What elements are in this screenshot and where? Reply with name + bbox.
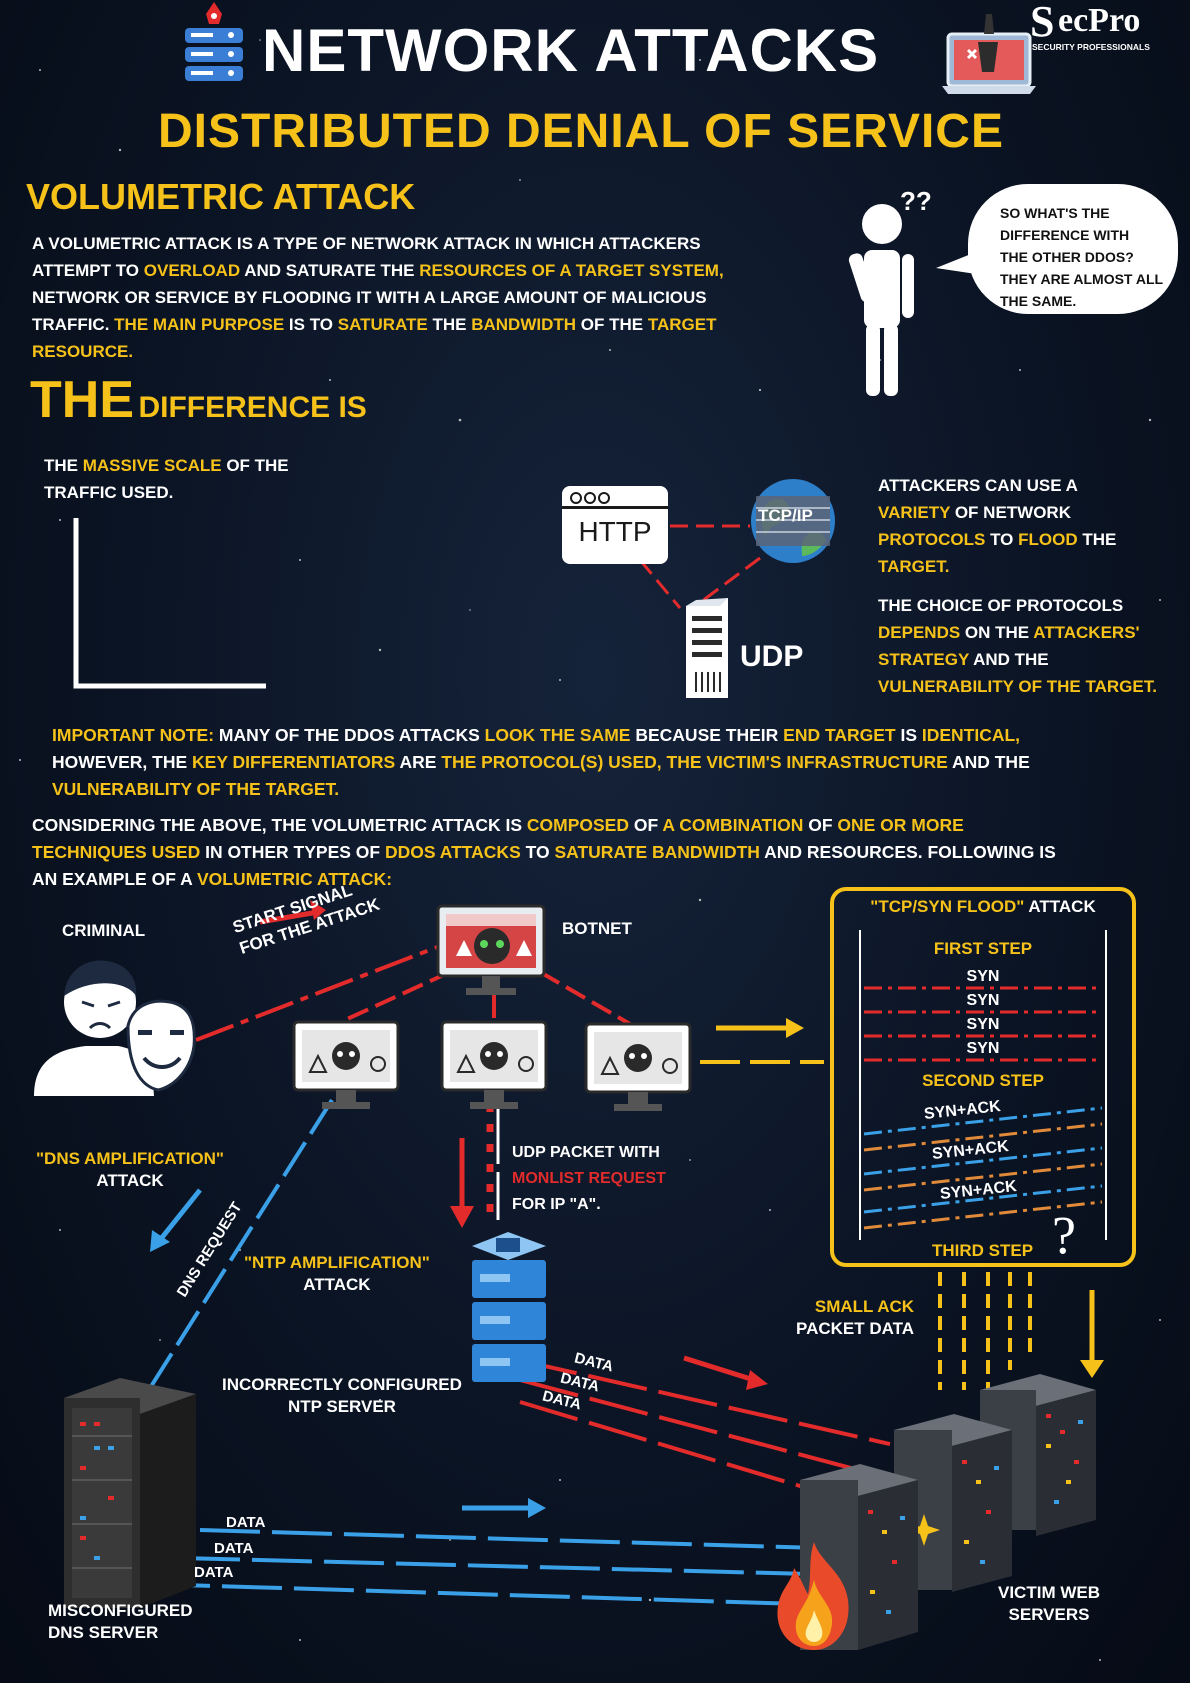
tcp-box-title: "TCP/SYN FLOOD" ATTACK [870, 897, 1096, 916]
victim-servers-label: VICTIM WEB SERVERS [998, 1583, 1100, 1624]
summary-text: CONSIDERING THE ABOVE, THE VOLUMETRIC AT… [32, 815, 1056, 889]
third-step-label: THIRD STEP [932, 1241, 1034, 1260]
small-ack-label: SMALL ACK PACKET DATA [796, 1297, 915, 1338]
ntp-server-icon [472, 1232, 546, 1382]
dns-data-label-1: DATA [226, 1514, 266, 1531]
criminal-label: CRIMINAL [62, 921, 146, 940]
section-heading-volumetric: VOLUMETRIC ATTACK [26, 176, 416, 217]
dns-data-label-3: DATA [194, 1564, 234, 1581]
brand-initial: S [1030, 0, 1055, 46]
dns-server-rack-icon [64, 1378, 196, 1608]
intro-paragraph: A VOLUMETRIC ATTACK IS A TYPE OF NETWORK… [32, 234, 724, 361]
udp-server-icon [686, 598, 728, 698]
ntp-server-label: INCORRECTLY CONFIGURED NTP SERVER [222, 1375, 462, 1416]
udp-packet-label: UDP PACKET WITH MONLIST REQUEST FOR IP "… [512, 1144, 666, 1213]
bot-computer-icon-2 [440, 1020, 548, 1109]
syn-label-4: SYN [966, 1040, 1000, 1057]
brand-logo: S ecPro SECURITY PROFESSIONALS [1030, 0, 1190, 58]
important-note: IMPORTANT NOTE: MANY OF THE DDOS ATTACKS… [52, 725, 1030, 799]
traffic-scale-axes [73, 518, 266, 689]
second-step-label: SECOND STEP [922, 1071, 1044, 1090]
page-title: NETWORK ATTACKS [262, 17, 880, 84]
tcpip-label: TCP/IP [758, 506, 813, 525]
brand-name: ecPro [1058, 2, 1141, 39]
question-marks: ?? [900, 186, 932, 216]
page-subtitle: DISTRIBUTED DENIAL OF SERVICE [158, 105, 1004, 158]
brand-tagline: SECURITY PROFESSIONALS [1032, 42, 1150, 52]
fire-icon [777, 1542, 849, 1650]
server-rack-icon [185, 2, 243, 81]
dns-data-label-2: DATA [214, 1540, 254, 1557]
hacked-laptop-icon [942, 14, 1036, 94]
dns-server-label: MISCONFIGURED DNS SERVER [48, 1601, 193, 1642]
bot-computer-icon-3 [584, 1022, 692, 1111]
botnet-label: BOTNET [562, 919, 632, 938]
dns-amplification-label: "DNS AMPLIFICATION" ATTACK [36, 1149, 224, 1190]
first-step-label: FIRST STEP [933, 939, 1033, 958]
speech-bubble-tail [936, 252, 976, 274]
http-label: HTTP [578, 516, 652, 547]
ntp-amplification-label: "NTP AMPLIFICATION" ATTACK [244, 1253, 430, 1294]
massive-scale-text: THE MASSIVE SCALE OF THE TRAFFIC USED. [44, 456, 289, 502]
speech-bubble: SO WHAT'S THE DIFFERENCE WITH THE OTHER … [968, 184, 1178, 314]
http-window-icon: HTTP [562, 486, 668, 564]
third-step-question-icon: ? [1052, 1205, 1076, 1265]
criminal-masked-icon [34, 960, 196, 1096]
syn-label-3: SYN [966, 1016, 1000, 1033]
syn-label-2: SYN [966, 992, 1000, 1009]
globe-server-icon [751, 479, 835, 563]
thinking-person-icon [848, 204, 914, 396]
tcp-syn-flood-box [830, 887, 1136, 1267]
syn-label-1: SYN [966, 968, 1000, 985]
bot-computer-icon-1 [292, 1020, 400, 1109]
protocols-text: ATTACKERS CAN USE A VARIETY OF NETWORK P… [878, 476, 1157, 696]
botnet-computer-icon [436, 904, 546, 995]
difference-heading: THE DIFFERENCE IS [30, 371, 367, 429]
tcp-handshake-lines [859, 930, 1107, 1240]
udp-label: UDP [740, 640, 804, 673]
protocol-connection-lines [638, 524, 761, 612]
